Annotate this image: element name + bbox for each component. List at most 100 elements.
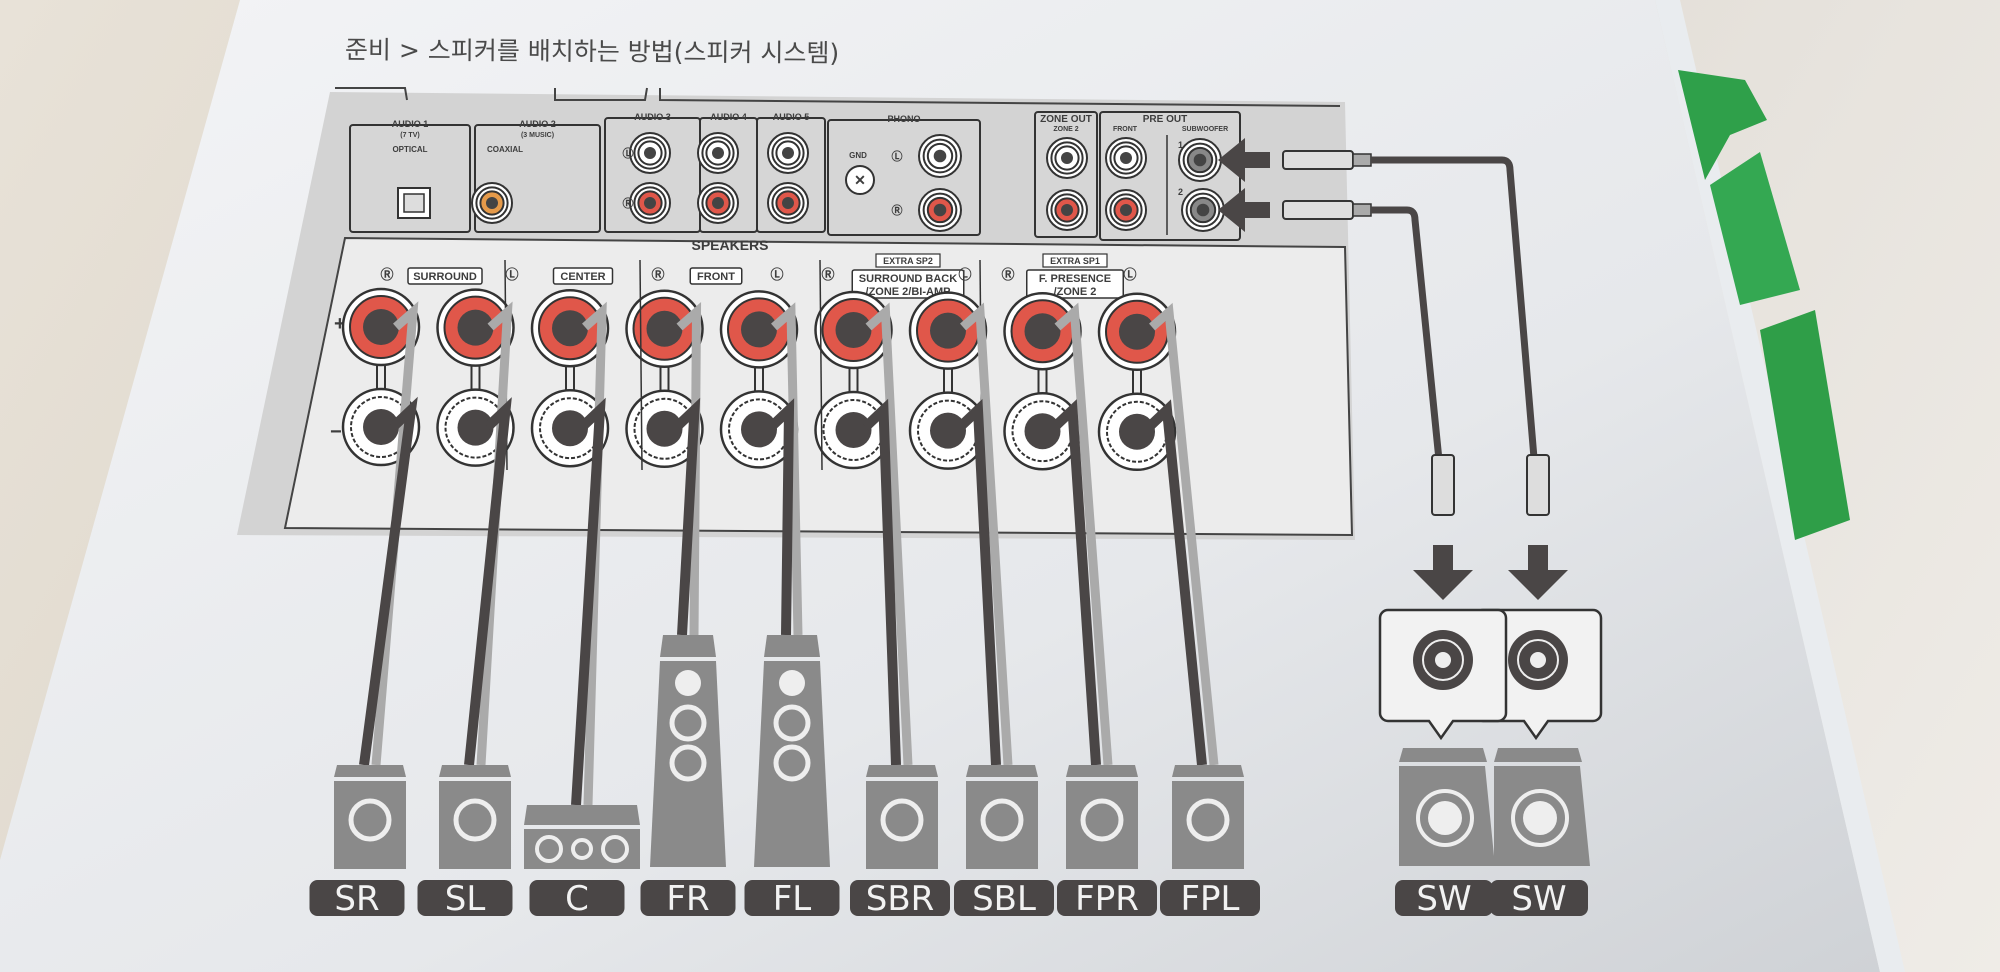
rca-jack-pin [644, 197, 656, 209]
input-name: PHONO [887, 114, 920, 124]
right-channel-mark: Ⓡ [380, 267, 393, 282]
speaker-driver [1186, 798, 1230, 842]
input-name: AUDIO 2 [519, 119, 556, 129]
speaker-tag [1057, 880, 1157, 916]
subwoofer-jack-pin [1435, 652, 1451, 668]
speaker-driver [980, 798, 1024, 842]
speaker-cables [359, 301, 1219, 806]
input-name: AUDIO 5 [773, 112, 810, 122]
speaker-group-label: SURROUND BACK [859, 273, 957, 285]
speaker-tag-label: FR [666, 879, 709, 919]
tower-speaker-body [754, 661, 830, 867]
center-speaker-top [524, 805, 640, 825]
input-name: AUDIO 1 [392, 119, 429, 129]
rca-jack-pin [712, 197, 724, 209]
speaker-tag [529, 880, 625, 916]
speaker-tag-label: C [565, 879, 589, 919]
speaker-tag [417, 880, 513, 916]
positive-terminal-hole [457, 309, 494, 346]
tweeter [779, 670, 805, 696]
speaker-cable-negative [464, 397, 512, 766]
rca-jack-pin [644, 147, 656, 159]
pre-out-front: FRONT [1113, 126, 1138, 133]
negative-terminal-hole [835, 412, 872, 448]
rca-jack-pin [1120, 152, 1132, 164]
optical-port-inner [403, 193, 425, 213]
speaker-group-label-box [407, 267, 483, 285]
speaker-cable-positive [960, 302, 1013, 766]
speaker-cable-negative [1051, 399, 1101, 766]
rca-jack-pin [712, 147, 724, 159]
extra-sp-box [1042, 253, 1108, 268]
left-channel-mark: Ⓛ [505, 267, 518, 282]
speaker-top [334, 765, 406, 777]
speaker-group-label2: /ZONE 2/BI-AMP [866, 286, 951, 298]
zone-out-title: ZONE OUT [1040, 114, 1092, 125]
woofer [669, 744, 707, 782]
speaker-group-label: FRONT [697, 271, 735, 283]
rca-jack-pin [782, 147, 794, 159]
tweeter [675, 670, 701, 696]
positive-terminal-hole [741, 311, 777, 348]
speaker-cable-negative [1145, 399, 1207, 766]
woofer [773, 744, 811, 782]
rca-plug [1431, 454, 1455, 516]
left-channel-mark: Ⓛ [770, 267, 783, 282]
left-mark: Ⓛ [892, 149, 903, 163]
speaker-cable-positive [1149, 302, 1219, 766]
subwoofer-cable [1371, 206, 1444, 471]
speaker-driver [1080, 798, 1124, 842]
speaker-tag-label: SBR [866, 879, 935, 919]
speakers-title: SPEAKERS [691, 237, 768, 253]
tower-speaker-top [764, 635, 820, 657]
subwoofer-top [1494, 748, 1582, 762]
speaker-group-label-box [851, 269, 965, 299]
speaker-body [866, 781, 938, 869]
positive-terminal-hole [835, 312, 872, 348]
right-channel-mark: Ⓡ [651, 267, 664, 282]
rca-plug-strain [1352, 203, 1372, 217]
pre-out-subwoofer: SUBWOOFER [1182, 126, 1228, 133]
speaker-top [1172, 765, 1244, 777]
rca-jack-pin [782, 197, 794, 209]
plus-mark: + [334, 313, 346, 335]
sub-port-2: 2 [1178, 187, 1183, 197]
speaker-tag [850, 880, 950, 916]
speaker-icons [334, 635, 1244, 869]
down-arrow-icon [1413, 545, 1473, 600]
speaker-body [966, 781, 1038, 869]
negative-terminal-hole [741, 411, 777, 448]
negative-terminal-hole [930, 412, 966, 449]
speaker-cable-negative [673, 397, 701, 636]
woofer [669, 704, 707, 742]
negative-terminal-hole [457, 409, 494, 446]
speaker-body [439, 781, 511, 869]
rca-plug [1282, 150, 1354, 170]
speaker-tag [744, 880, 840, 916]
speaker-cable-negative [862, 398, 901, 766]
speaker-cable-negative [571, 397, 606, 806]
speaker-cable-negative [956, 398, 1001, 766]
left-channel-mark: Ⓛ [1123, 267, 1136, 282]
subwoofer-tag [1395, 880, 1493, 916]
subwoofer-jack-pin [1530, 652, 1546, 668]
tower-speaker-top [660, 635, 716, 657]
speaker-top [966, 765, 1038, 777]
speaker-cable-positive [1054, 302, 1113, 766]
right-mark: Ⓡ [623, 196, 634, 210]
coaxial-label: COAXIAL [487, 145, 523, 154]
green-tab [1678, 70, 1767, 180]
speaker-driver [880, 798, 924, 842]
speaker-cable-positive [476, 301, 513, 766]
speaker-top [1066, 765, 1138, 777]
speaker-tag-label: SR [334, 879, 379, 919]
group-divider [639, 259, 643, 471]
speaker-tag-label: SL [445, 879, 486, 919]
tower-speaker-body [650, 661, 726, 867]
negative-terminal-hole [363, 409, 399, 445]
speaker-driver [348, 798, 392, 842]
speaker-tag [309, 880, 405, 916]
